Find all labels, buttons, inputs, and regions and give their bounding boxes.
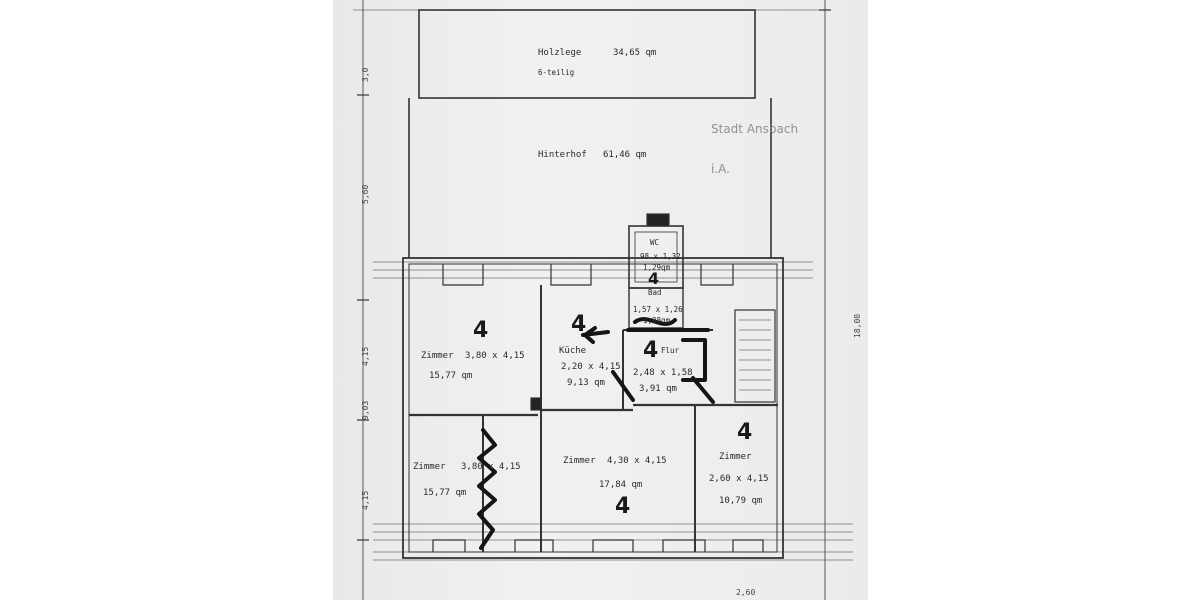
dim-left-mid: 5,60: [361, 184, 370, 204]
hinterhof-name: Hinterhof: [538, 150, 587, 160]
zimmer-sw-area: 15,77 qm: [423, 488, 467, 498]
zimmer-sw-name: Zimmer: [413, 462, 446, 472]
dim-bottom-right: 2,60: [736, 588, 756, 597]
holzlege-area: 34,65 qm: [613, 48, 657, 58]
zimmer-se-name: Zimmer: [719, 452, 752, 462]
hinterhof-area: 61,46 qm: [603, 150, 647, 160]
flur-area: 3,91 qm: [639, 384, 677, 394]
kueche-name: Küche: [559, 346, 587, 356]
zimmer-se-dims: 2,60 x 4,15: [709, 474, 769, 484]
bad-dims: 1,57 x 1,26: [633, 305, 683, 314]
mark-flur: 4: [643, 338, 659, 363]
zimmer-sw-dims: 3,80 x 4,15: [461, 462, 521, 472]
dim-right-total: 18,00: [853, 313, 862, 338]
dim-left-lower2: 9,03: [361, 400, 370, 420]
kueche-area: 9,13 qm: [567, 378, 605, 388]
wc-dims: 98 x 1,32: [640, 252, 681, 261]
flur-dims: 2,48 x 1,58: [633, 368, 693, 378]
stamp-line1: Stadt Ansbach: [711, 122, 799, 136]
mark-zimmer-se: 4: [737, 420, 753, 445]
kueche-dims: 2,20 x 4,15: [561, 362, 621, 372]
mark-zimmer-s: 4: [615, 494, 631, 519]
holzlege-note: 6-teilig: [538, 68, 575, 77]
zimmer-s-dims: 4,30 x 4,15: [607, 456, 667, 466]
dim-left-lower: 4,15: [361, 346, 370, 366]
zimmer-s-name: Zimmer: [563, 456, 596, 466]
floor-plan-sheet: Holzlege 34,65 qm 6-teilig Hinterhof 61,…: [333, 0, 868, 600]
zimmer-nw-dims: 3,80 x 4,15: [465, 351, 525, 361]
zimmer-nw-area: 15,77 qm: [429, 371, 473, 381]
holzlege-name: Holzlege: [538, 48, 582, 58]
bad-name: Bad: [648, 288, 662, 297]
flur-name: Flur: [661, 346, 680, 355]
mark-kueche: 4: [571, 312, 587, 337]
zimmer-se-area: 10,79 qm: [719, 496, 763, 506]
zimmer-s-area: 17,84 qm: [599, 480, 643, 490]
stamp-line2: i.A.: [711, 162, 730, 176]
bad-area: 1,98qm: [643, 316, 671, 325]
mark-wc: 4: [648, 269, 660, 288]
dim-left-bottom: 4,15: [361, 490, 370, 510]
floor-plan-drawing: [353, 0, 853, 600]
mark-zimmer-nw: 4: [473, 318, 489, 343]
dim-left-top: 3,0: [361, 67, 370, 82]
zimmer-nw-name: Zimmer: [421, 351, 454, 361]
wc-area: 1,29qm: [643, 263, 671, 272]
handwritten-marks: [477, 317, 715, 550]
room-holzlege: [418, 9, 756, 99]
wc-name: WC: [650, 238, 660, 247]
